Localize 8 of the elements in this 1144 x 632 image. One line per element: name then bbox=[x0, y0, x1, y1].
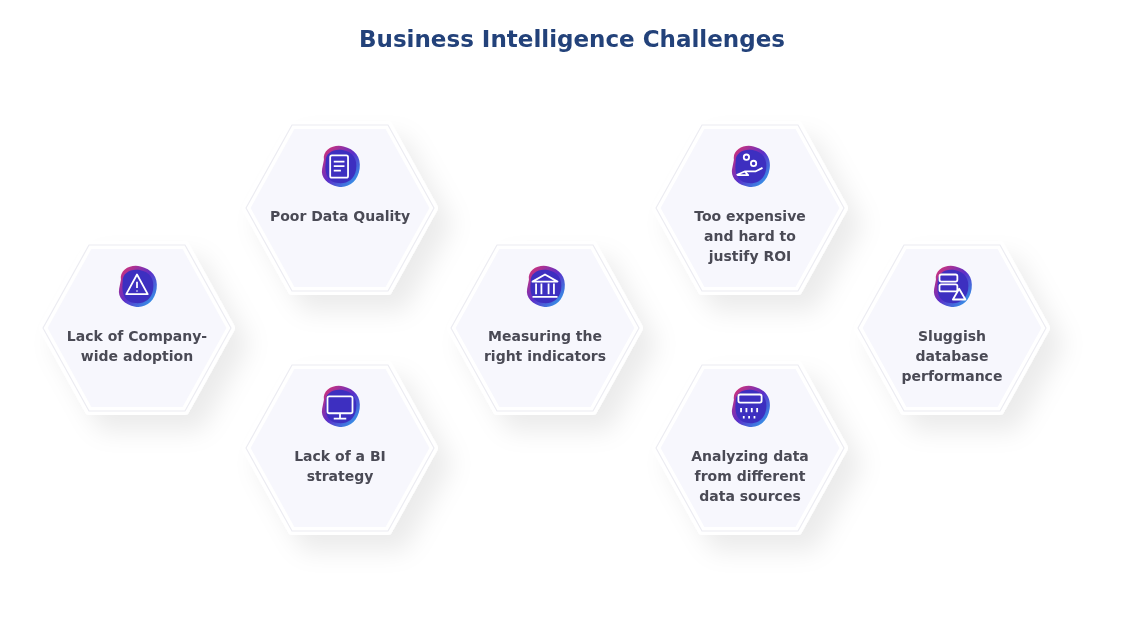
challenge-label: Measuring the right indicators bbox=[482, 327, 608, 366]
title: Business Intelligence Challenges bbox=[358, 26, 786, 52]
challenge-label: Lack of Company-wide adoption bbox=[65, 327, 209, 366]
challenge-label: Too expensive and hard to justify ROI bbox=[693, 207, 807, 266]
challenge-label: Poor Data Quality bbox=[268, 207, 412, 226]
challenge-label: Sluggish database performance bbox=[900, 327, 1004, 386]
challenge-label: Analyzing data from different data sources bbox=[690, 447, 810, 506]
challenge-label: Lack of a BI strategy bbox=[293, 447, 387, 486]
